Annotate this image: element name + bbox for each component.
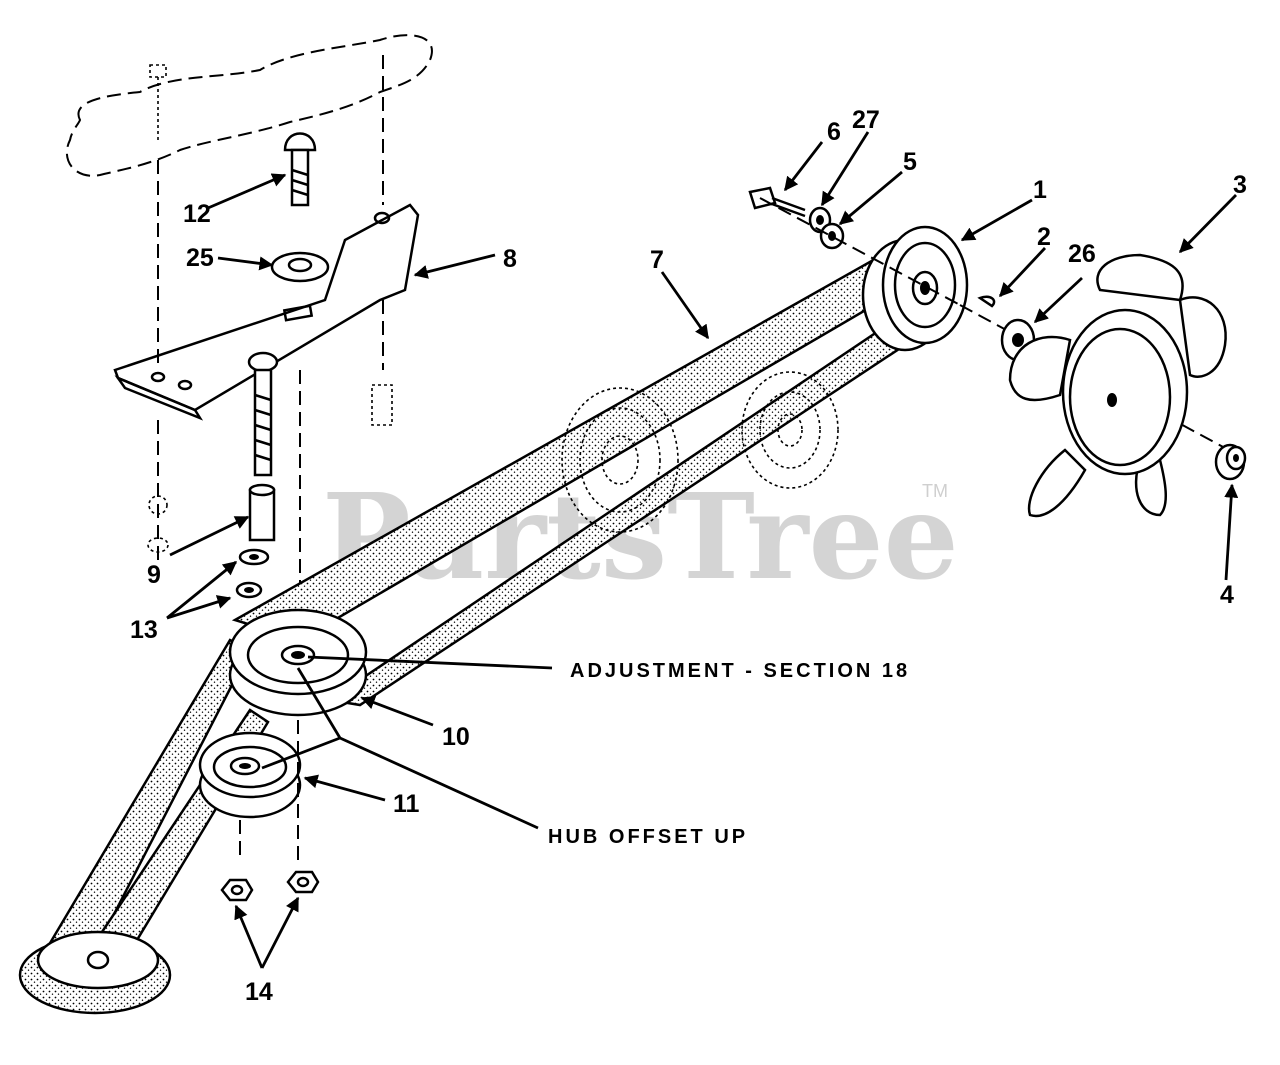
- drive-belt: [38, 229, 938, 992]
- dashed-fastener-right: [371, 384, 393, 426]
- note-adjustment: ADJUSTMENT - SECTION 18: [570, 660, 910, 682]
- drive-pulley: [861, 225, 969, 352]
- callout-26: 26: [1068, 240, 1096, 268]
- callout-6: 6: [827, 118, 841, 146]
- diagram-notes: ADJUSTMENT - SECTION 18 HUB OFFSET UP: [548, 660, 910, 848]
- spacer-9: [248, 483, 276, 542]
- washers-13: [235, 548, 270, 599]
- callout-7: 7: [650, 246, 664, 274]
- washer-25: [270, 251, 330, 283]
- key-2: [977, 295, 996, 308]
- cooling-fan: [1008, 253, 1227, 518]
- callout-3: 3: [1233, 171, 1247, 199]
- idler-pulley-11: [198, 731, 302, 819]
- callout-2: 2: [1037, 223, 1051, 251]
- idler-pulley-10: [228, 608, 368, 717]
- pulley-bolt-6: [748, 186, 806, 218]
- flat-washer-5: [819, 222, 845, 250]
- callout-labels: 12 25 8 7 6 27 5 1 2 26 3 4 9 13 10 11 1…: [130, 106, 1247, 1006]
- callout-12: 12: [183, 200, 211, 228]
- callout-1: 1: [1033, 176, 1047, 204]
- callout-14: 14: [245, 978, 273, 1006]
- callout-10: 10: [442, 723, 470, 751]
- note-hub-offset: HUB OFFSET UP: [548, 826, 748, 848]
- dashed-fasteners-left: [147, 420, 169, 560]
- fan-nut-4: [1214, 443, 1247, 481]
- callout-8: 8: [503, 245, 517, 273]
- shaft-axis: [759, 197, 961, 306]
- callout-27: 27: [852, 106, 880, 134]
- callout-9: 9: [147, 561, 161, 589]
- engine-pulley: [18, 930, 172, 1015]
- hex-nuts-14: [220, 870, 320, 902]
- carriage-bolt: [283, 132, 317, 207]
- mounting-bracket: [113, 203, 420, 421]
- frame-outline: [65, 34, 433, 177]
- callout-25: 25: [186, 244, 214, 272]
- callout-11: 11: [393, 790, 420, 818]
- frame-bolt: [149, 64, 167, 140]
- callout-5: 5: [903, 148, 917, 176]
- watermark-trademark: TM: [922, 481, 948, 501]
- idler-stud-bolt: [247, 351, 279, 477]
- callout-4: 4: [1220, 581, 1234, 609]
- callout-13: 13: [130, 616, 158, 644]
- leader-lines: [166, 131, 1239, 969]
- phantom-pulleys: [561, 371, 839, 533]
